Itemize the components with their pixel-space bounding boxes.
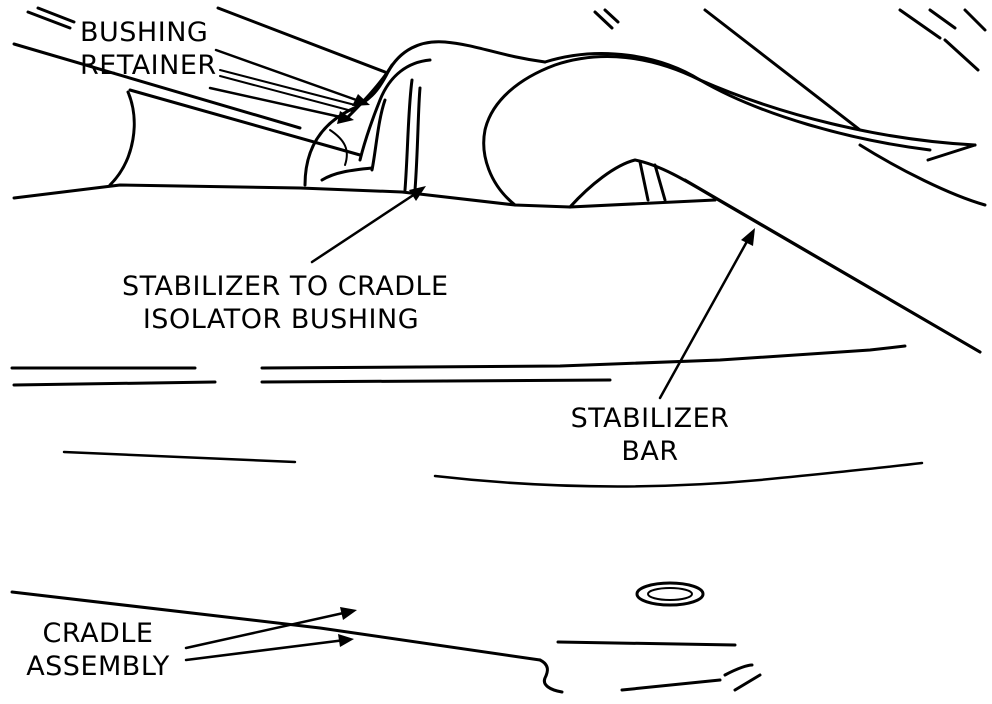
- isolator-bushing-label: STABILIZER TO CRADLE ISOLATOR BUSHING: [122, 270, 449, 336]
- isolator-bushing-leader: [310, 186, 426, 264]
- isolator-bushing-line2: ISOLATOR BUSHING: [142, 304, 420, 335]
- stabilizer-bar-leader: [658, 228, 755, 400]
- bushing-retainer-shape: [303, 40, 547, 192]
- upper-body-lines: [12, 6, 387, 187]
- stabilizer-bar-line2: BAR: [621, 436, 679, 467]
- cradle-top-surface: [12, 158, 982, 354]
- stabilizer-bar-line1: STABILIZER: [570, 403, 730, 434]
- cradle-assembly-leaders: [184, 607, 357, 662]
- bushing-retainer-line1: BUSHING: [80, 17, 209, 48]
- bushing-retainer-label: BUSHING RETAINER: [80, 16, 217, 82]
- cradle-assembly-line2: ASSEMBLY: [26, 651, 170, 682]
- cradle-assembly-label: CRADLE ASSEMBLY: [20, 617, 176, 683]
- isolator-bushing-line1: STABILIZER TO CRADLE: [122, 271, 449, 302]
- cradle-lower-lines: [10, 581, 762, 694]
- bushing-retainer-line2: RETAINER: [80, 50, 217, 81]
- stabilizer-bar-label: STABILIZER BAR: [570, 402, 730, 468]
- isolator-bushing-shape: [482, 52, 987, 207]
- bushing-retainer-leaders: [208, 48, 370, 124]
- upper-right-fragments: [593, 8, 987, 132]
- cradle-contour-lines: [10, 344, 924, 488]
- cradle-assembly-line1: CRADLE: [42, 618, 154, 649]
